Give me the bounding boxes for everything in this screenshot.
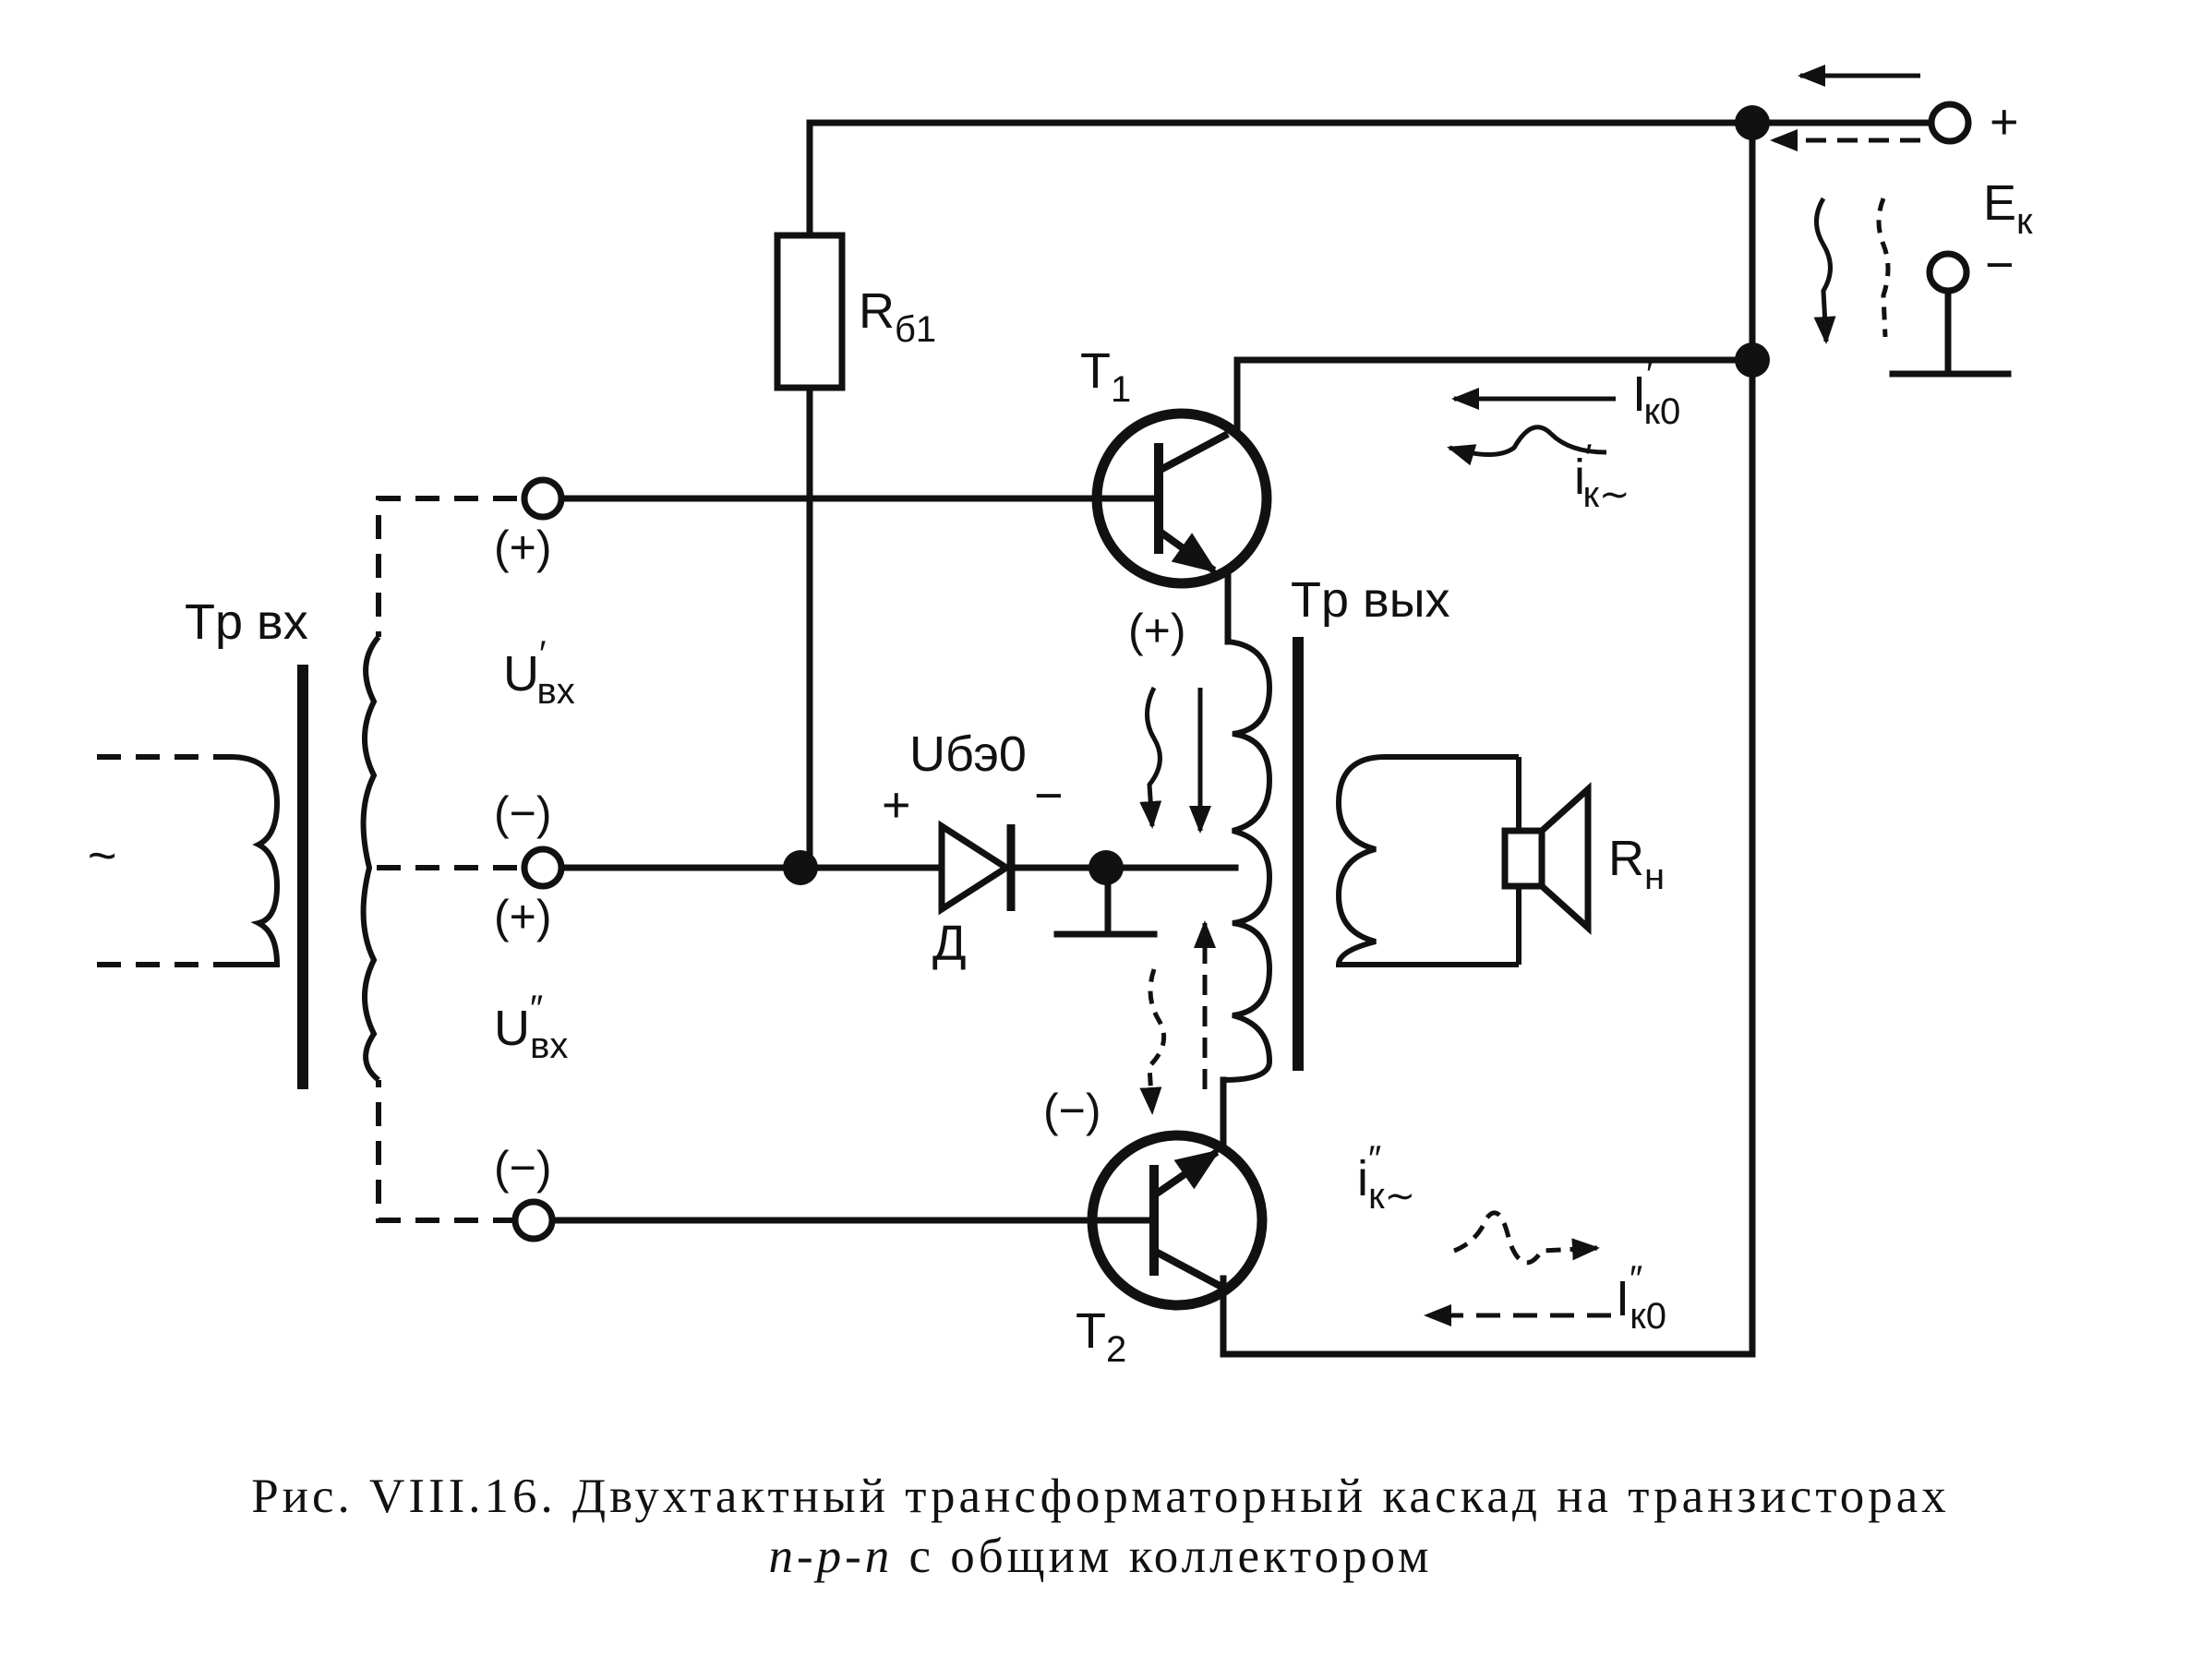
label-u-in1: U′вх	[503, 634, 575, 712]
label-ik-ac-2: i″к∼	[1357, 1139, 1415, 1217]
tr-in-sec-top-lead	[376, 496, 517, 637]
junction-supply	[1735, 105, 1770, 140]
label-u-in2: U″вх	[494, 989, 568, 1066]
label-polarity-t1-emitter: (+)	[1128, 605, 1186, 656]
diode	[938, 820, 1016, 916]
junction-base	[783, 850, 818, 885]
resistor-rb1	[774, 232, 846, 391]
arrow-supply-ac-dashed	[1876, 198, 1891, 338]
input-terminal-bottom	[511, 1198, 556, 1242]
tr-in-sec-bottom-lead	[376, 1080, 517, 1223]
transistor-t1	[1091, 408, 1272, 589]
input-terminal-top	[521, 476, 565, 521]
label-tr-out: Tр вых	[1291, 572, 1450, 628]
speaker-icon	[1501, 782, 1592, 935]
junction-collector	[1735, 342, 1770, 378]
arrow-ik-ac-2	[1453, 1210, 1600, 1266]
caption-rest: с общим коллектором	[893, 1530, 1433, 1583]
transistor-t2	[1087, 1130, 1268, 1311]
arrow-t1-wave-down	[1139, 686, 1162, 829]
ek-ground	[1889, 287, 2012, 378]
arrow-t2-wave-down	[1139, 968, 1167, 1115]
label-polarity-top: (+)	[494, 522, 552, 573]
arrow-ik-ac-1	[1447, 425, 1607, 466]
label-diode: Д	[932, 916, 967, 971]
tr-out-secondary-coil	[1335, 754, 1519, 967]
junction-diode	[1088, 850, 1124, 885]
label-polarity-bottom: (−)	[494, 1142, 552, 1194]
figure-caption-line-2: n-p-n с общим коллектором	[0, 1532, 2201, 1581]
caption-npn: n-p-n	[768, 1530, 894, 1583]
label-u-be0: Uбэ0	[909, 726, 1027, 782]
figure-caption-line-1: Рис. VIII.16. Двухтактный трансформаторн…	[251, 1470, 1950, 1523]
input-terminal-mid	[521, 846, 565, 890]
t1-collector-wire	[1233, 356, 1756, 438]
return-wire	[1220, 356, 1756, 1358]
tr-out-primary-coil	[1222, 639, 1273, 1083]
arrow-supply-ac-wave	[1813, 197, 1836, 344]
label-ek: Eк	[1983, 175, 2033, 242]
label-t2: T2	[1076, 1303, 1126, 1370]
ek-terminal-minus	[1926, 250, 1970, 294]
label-diode-minus: −	[1034, 768, 1064, 823]
label-load: Rн	[1608, 831, 1665, 897]
label-polarity-mid-bottom: (+)	[494, 891, 552, 942]
label-ek-minus: −	[1985, 237, 2015, 293]
tr-out-core	[1293, 637, 1304, 1071]
label-polarity-t2-emitter: (−)	[1043, 1085, 1101, 1136]
label-ik0-2: I″к0	[1616, 1259, 1666, 1337]
tr-in-core	[297, 665, 308, 1089]
tr-in-secondary-coil	[360, 635, 381, 1083]
label-diode-plus: +	[882, 777, 911, 833]
tr-in-primary-coil	[230, 754, 281, 967]
label-rb1: Rб1	[859, 283, 936, 350]
label-t1: T1	[1080, 343, 1131, 410]
label-polarity-mid-top: (−)	[494, 787, 552, 839]
label-ek-plus: +	[1990, 94, 2019, 150]
label-tr-in: Tр вх	[185, 594, 308, 650]
label-ac-source: ~	[88, 828, 117, 883]
supply-rail-wire	[806, 119, 1756, 364]
label-ik0-1: I′к0	[1632, 354, 1680, 432]
ek-terminal-plus	[1928, 101, 1972, 145]
label-ik-ac-1: i′к∼	[1574, 438, 1630, 515]
